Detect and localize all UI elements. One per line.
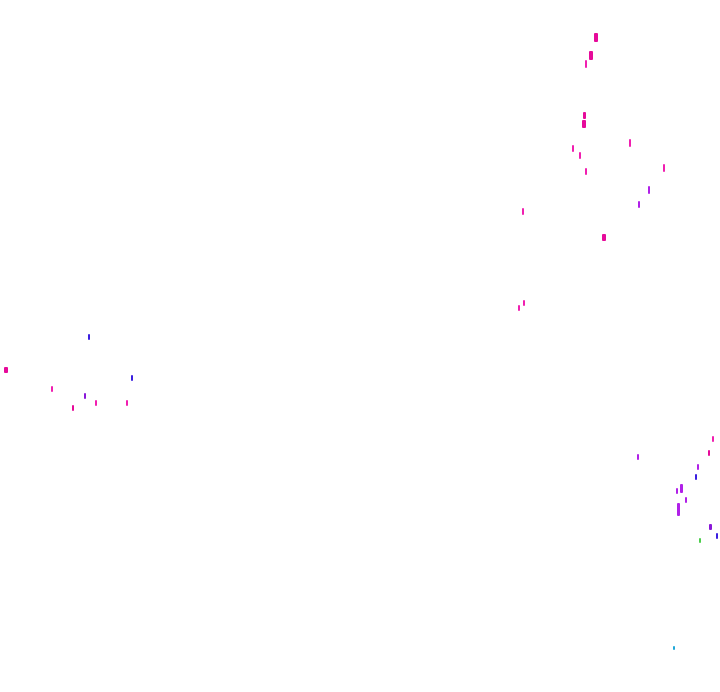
color-mark (88, 334, 90, 340)
color-mark (697, 464, 699, 470)
color-mark (648, 186, 650, 194)
color-mark (583, 112, 586, 119)
color-mark (131, 375, 133, 381)
color-mark (4, 367, 8, 373)
color-mark (51, 386, 53, 392)
color-mark (709, 524, 712, 530)
color-mark (572, 145, 574, 152)
color-mark (579, 152, 581, 159)
color-mark (638, 201, 640, 208)
color-mark (716, 533, 718, 539)
color-mark (680, 484, 683, 493)
color-mark (95, 400, 97, 406)
color-mark (708, 450, 710, 456)
color-mark (637, 454, 639, 460)
color-mark (585, 168, 587, 175)
color-mark (582, 120, 586, 128)
color-mark (585, 60, 587, 68)
color-mark (685, 497, 687, 503)
color-mark (589, 51, 593, 60)
color-mark (522, 208, 524, 215)
color-mark (518, 305, 520, 311)
color-mark (126, 400, 128, 406)
color-mark (84, 393, 86, 399)
color-mark (676, 488, 678, 494)
color-mark (594, 33, 598, 42)
color-mark (712, 436, 714, 442)
color-mark (523, 300, 525, 306)
color-mark (663, 164, 665, 172)
color-mark (699, 538, 701, 543)
color-mark (677, 503, 680, 516)
color-mark (602, 234, 606, 241)
color-mark (629, 139, 631, 147)
color-mark (695, 474, 697, 480)
color-mark (673, 646, 675, 650)
color-mark (72, 405, 74, 411)
